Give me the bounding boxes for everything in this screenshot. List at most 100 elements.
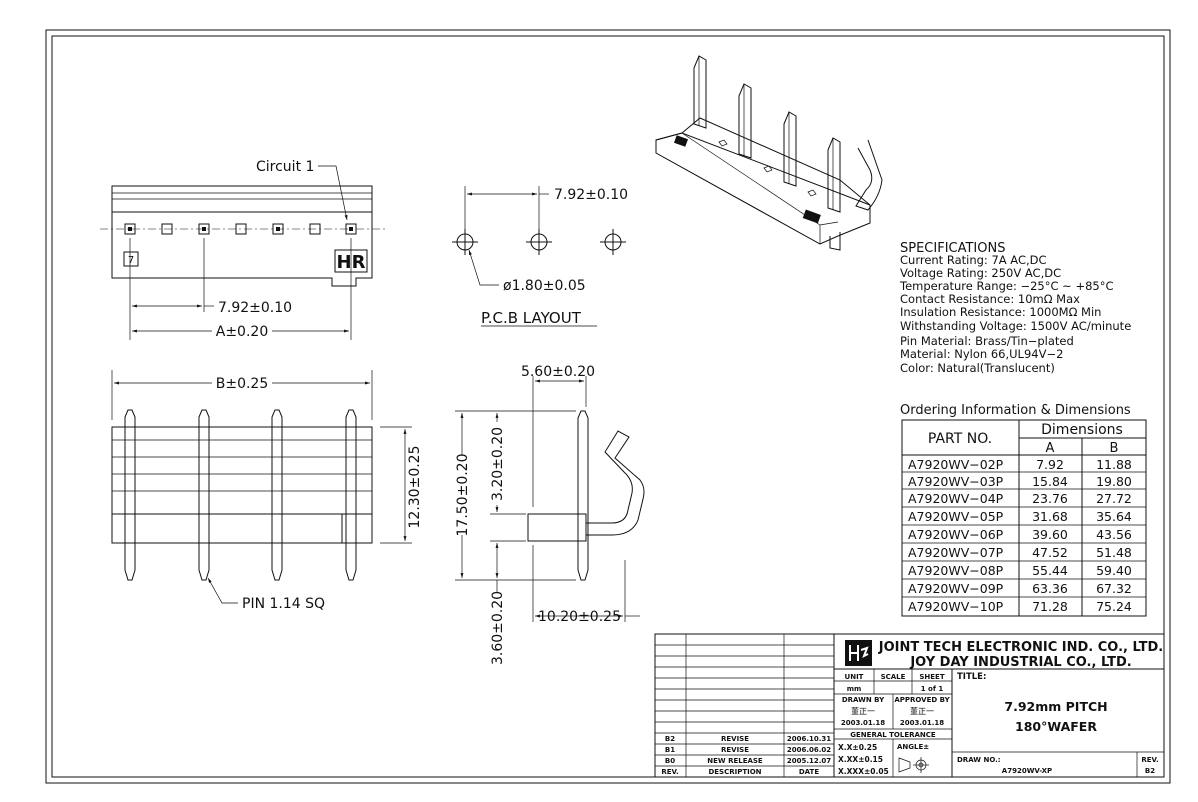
svg-text:43.56: 43.56 bbox=[1096, 527, 1132, 542]
side-pin bbox=[577, 410, 589, 581]
approved-by-name: 董正一 bbox=[910, 706, 934, 716]
drawing-title-line-two: 180°WAFER bbox=[1015, 719, 1097, 734]
unit-value: mm bbox=[847, 685, 862, 693]
lower-height-dimension: 3.60±0.20 bbox=[490, 591, 506, 665]
svg-text:A7920WV−10P: A7920WV−10P bbox=[908, 599, 1004, 614]
svg-text:A7920WV−06P: A7920WV−06P bbox=[908, 527, 1004, 542]
spec-temperature-range: Temperature Range: −25°C ~ +85°C bbox=[899, 279, 1114, 293]
spec-insulation-resistance: Insulation Resistance: 1000MΩ Min bbox=[900, 305, 1101, 319]
svg-text:A7920WV−04P: A7920WV−04P bbox=[908, 491, 1004, 506]
side-view: 5.60±0.20 17.50±0.20 3.20±0.20 3.60±0.20… bbox=[455, 364, 645, 665]
table-row: A7920WV−09P 63.36 67.32 bbox=[908, 581, 1132, 596]
svg-text:2006.10.31: 2006.10.31 bbox=[787, 735, 831, 743]
table-row: A7920WV−03P 15.84 19.80 bbox=[908, 474, 1132, 489]
spec-current-rating: Current Rating: 7A AC,DC bbox=[900, 253, 1047, 267]
spec-voltage-rating: Voltage Rating: 250V AC,DC bbox=[900, 266, 1061, 280]
unit-label: UNIT bbox=[845, 673, 864, 681]
pcb-pitch-dimension: 7.92±0.10 bbox=[554, 187, 628, 203]
svg-text:A7920WV−03P: A7920WV−03P bbox=[908, 474, 1004, 489]
spec-color: Color: Natural(Translucent) bbox=[900, 361, 1055, 375]
sheet-value: 1 of 1 bbox=[921, 685, 944, 693]
general-tolerance-label: GENERAL TOLERANCE bbox=[850, 731, 936, 739]
svg-text:REVISE: REVISE bbox=[721, 746, 749, 754]
revision-value: B2 bbox=[1145, 767, 1155, 775]
tolerance-two-decimal: X.XX±0.15 bbox=[838, 755, 883, 764]
company-name-secondary: JOY DAY INDUSTRIAL CO., LTD. bbox=[909, 655, 1131, 670]
approved-date: 2003.01.18 bbox=[900, 719, 944, 727]
svg-text:59.40: 59.40 bbox=[1096, 563, 1132, 578]
side-latch bbox=[586, 430, 645, 536]
svg-text:11.88: 11.88 bbox=[1096, 457, 1132, 472]
svg-text:A7920WV−05P: A7920WV−05P bbox=[908, 509, 1004, 524]
total-height-dimension: 17.50±0.20 bbox=[455, 454, 471, 537]
svg-text:REV.: REV. bbox=[661, 768, 678, 776]
svg-text:63.36: 63.36 bbox=[1032, 581, 1068, 596]
inner-border bbox=[51, 35, 1165, 778]
revision-label: REV. bbox=[1141, 756, 1158, 764]
approved-by-label: APPROVED BY bbox=[894, 696, 950, 704]
pin-one-marker-label: 7 bbox=[128, 255, 134, 266]
revision-row: B2 REVISE 2006.10.31 bbox=[665, 735, 831, 743]
svg-text:DESCRIPTION: DESCRIPTION bbox=[708, 768, 761, 776]
isometric-connector-view bbox=[655, 55, 883, 251]
svg-text:A7920WV−07P: A7920WV−07P bbox=[908, 545, 1004, 560]
title-label: TITLE: bbox=[957, 672, 986, 682]
angle-tolerance-label: ANGLE± bbox=[897, 743, 929, 751]
svg-text:B0: B0 bbox=[665, 757, 675, 765]
ordering-title: Ordering Information & Dimensions bbox=[900, 403, 1131, 418]
front-view: 7 HR Circuit 1 7.92±0.10 A±0.20 bbox=[100, 159, 386, 340]
svg-text:A7920WV−02P: A7920WV−02P bbox=[908, 457, 1004, 472]
svg-text:67.32: 67.32 bbox=[1096, 581, 1132, 596]
svg-text:19.80: 19.80 bbox=[1096, 474, 1132, 489]
top-pins bbox=[124, 409, 357, 581]
upper-height-dimension: 3.20±0.20 bbox=[490, 427, 506, 501]
front-contacts bbox=[124, 223, 357, 235]
svg-text:27.72: 27.72 bbox=[1096, 491, 1132, 506]
svg-text:15.84: 15.84 bbox=[1032, 474, 1068, 489]
outer-border bbox=[45, 29, 1171, 784]
revision-header: REV. DESCRIPTION DATE bbox=[661, 768, 819, 776]
dimensions-header: Dimensions bbox=[1041, 422, 1123, 438]
svg-text:47.52: 47.52 bbox=[1032, 545, 1068, 560]
spec-withstanding-voltage: Withstanding Voltage: 1500V AC/minute bbox=[900, 319, 1131, 333]
isometric-pins bbox=[693, 55, 841, 213]
circuit-one-leader bbox=[318, 165, 348, 221]
pcb-layout-caption: P.C.B LAYOUT bbox=[481, 309, 582, 327]
sheet-label: SHEET bbox=[919, 673, 944, 681]
revision-row: B0 NEW RELEASE 2005.12.07 bbox=[665, 757, 831, 765]
title-block: B2 REVISE 2006.10.31 B1 REVISE 2006.06.0… bbox=[654, 633, 1165, 778]
top-height-dimension: 12.30±0.25 bbox=[407, 446, 423, 529]
column-a-header: A bbox=[1046, 441, 1055, 456]
specifications-title: SPECIFICATIONS bbox=[900, 241, 1005, 256]
svg-text:23.76: 23.76 bbox=[1032, 491, 1068, 506]
svg-text:A7920WV−09P: A7920WV−09P bbox=[908, 581, 1004, 596]
pcb-hole-dimension: ø1.80±0.05 bbox=[503, 278, 586, 294]
svg-text:35.64: 35.64 bbox=[1096, 509, 1132, 524]
column-b-header: B bbox=[1110, 441, 1119, 456]
svg-text:DATE: DATE bbox=[799, 768, 819, 776]
pin-one-marker bbox=[123, 251, 139, 267]
projection-symbol-icon bbox=[898, 757, 929, 773]
revision-row: B1 REVISE 2006.06.02 bbox=[665, 746, 831, 754]
svg-text:A7920WV−08P: A7920WV−08P bbox=[908, 563, 1004, 578]
spec-contact-resistance: Contact Resistance: 10mΩ Max bbox=[900, 292, 1080, 306]
pin-size-note: PIN 1.14 SQ bbox=[242, 596, 325, 612]
pcb-layout-view: 7.92±0.10 ø1.80±0.05 P.C.B LAYOUT bbox=[452, 186, 628, 327]
svg-text:75.24: 75.24 bbox=[1096, 599, 1132, 614]
company-name-primary: JOINT TECH ELECTRONIC IND. CO., LTD. bbox=[878, 640, 1163, 655]
drawing-number-value: A7920WV-XP bbox=[1002, 767, 1052, 775]
svg-text:B1: B1 bbox=[665, 746, 675, 754]
side-width-dimension: 5.60±0.20 bbox=[521, 364, 595, 380]
svg-text:B2: B2 bbox=[665, 735, 675, 743]
tolerance-one-decimal: X.X±0.25 bbox=[838, 743, 877, 752]
tolerance-three-decimal: X.XXX±0.05 bbox=[838, 767, 889, 776]
svg-text:7.92: 7.92 bbox=[1036, 457, 1064, 472]
drawing-title-line-one: 7.92mm PITCH bbox=[1004, 699, 1107, 714]
drawn-by-label: DRAWN BY bbox=[842, 696, 885, 704]
